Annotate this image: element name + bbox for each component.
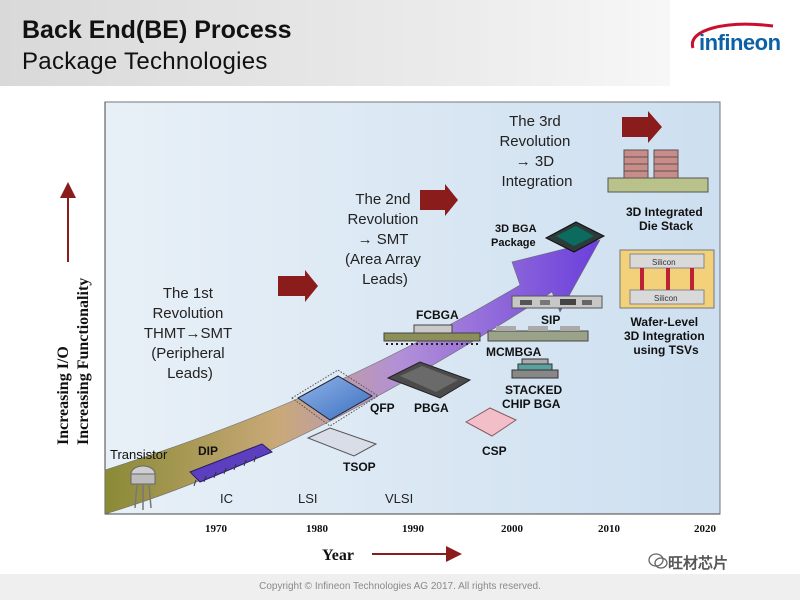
package-evolution-diagram: The 1st Revolution THMT→SMT (Peripheral … bbox=[55, 101, 721, 564]
mcmbga-image bbox=[487, 326, 589, 342]
qfp-label: QFP bbox=[370, 401, 395, 415]
sip-image bbox=[511, 295, 603, 309]
tsop-image bbox=[306, 427, 378, 457]
slide-footer bbox=[0, 574, 800, 600]
transistor-image bbox=[130, 465, 156, 510]
wafer-level-label: Wafer-Level 3D Integration using TSVs bbox=[624, 315, 708, 357]
logo-swoosh-icon bbox=[690, 22, 774, 49]
pbga-image bbox=[386, 361, 472, 399]
copyright-text: Copyright © Infineon Technologies AG 201… bbox=[259, 581, 541, 592]
csp-label: CSP bbox=[482, 444, 507, 458]
3d-bga-image bbox=[544, 221, 606, 253]
header-band bbox=[0, 0, 670, 86]
die-stack-image bbox=[607, 149, 709, 193]
csp-image bbox=[464, 407, 518, 437]
watermark-text: 旺材芯片 bbox=[668, 554, 729, 572]
3d-bga-label: 3D BGA Package bbox=[491, 223, 539, 249]
era-ic: IC bbox=[220, 491, 233, 506]
era-lsi: LSI bbox=[298, 491, 318, 506]
transistor-label: Transistor bbox=[110, 447, 168, 462]
wechat-icon bbox=[648, 553, 668, 569]
fcbga-image bbox=[383, 324, 481, 345]
x-axis-label: Year bbox=[322, 547, 354, 564]
sip-label: SIP bbox=[541, 313, 560, 327]
era-vlsi: VLSI bbox=[385, 491, 413, 506]
y-axis-label-io: Increasing I/O bbox=[55, 346, 72, 445]
revolution-3-label: The 3rd Revolution → 3D Integration bbox=[499, 113, 574, 190]
tsop-label: TSOP bbox=[343, 460, 376, 474]
y-axis-label-functionality: Increasing Functionality bbox=[75, 278, 92, 445]
year-1990: 1990 bbox=[402, 523, 425, 535]
fcbga-label: FCBGA bbox=[416, 308, 459, 322]
wafer-level-tsv-image bbox=[619, 249, 715, 309]
red-arrow-3 bbox=[622, 111, 662, 143]
year-2020: 2020 bbox=[694, 523, 717, 535]
infineon-logo: infineon bbox=[685, 18, 785, 64]
revolution-2-label: The 2nd Revolution → SMT (Area Array Lea… bbox=[345, 191, 425, 288]
mcmbga-label: MCMBGA bbox=[486, 345, 542, 359]
dip-image bbox=[189, 443, 273, 487]
year-1980: 1980 bbox=[306, 523, 329, 535]
stacked-chip-bga-label: STACKED CHIP BGA bbox=[502, 383, 565, 411]
qfp-image bbox=[291, 369, 379, 427]
red-arrow-1 bbox=[278, 270, 318, 302]
year-ticks: 1970 1980 1990 2000 2010 2020 bbox=[205, 523, 717, 535]
slide-title: Back End(BE) Process bbox=[22, 16, 292, 44]
red-arrow-2 bbox=[420, 184, 458, 216]
slide-subtitle: Package Technologies bbox=[22, 48, 268, 75]
stacked-chip-bga-image bbox=[511, 358, 559, 379]
silicon-top-label: Silicon bbox=[652, 258, 676, 267]
silicon-bottom-label: Silicon bbox=[654, 294, 678, 303]
year-2000: 2000 bbox=[501, 523, 524, 535]
die-stack-label: 3D Integrated Die Stack bbox=[626, 205, 706, 233]
year-2010: 2010 bbox=[598, 523, 621, 535]
slide-header: Back End(BE) Process Package Technologie… bbox=[0, 0, 800, 86]
dip-label: DIP bbox=[198, 444, 218, 458]
logo-text: infineon bbox=[699, 30, 781, 55]
pbga-label: PBGA bbox=[414, 401, 449, 415]
year-1970: 1970 bbox=[205, 523, 228, 535]
revolution-1-label: The 1st Revolution THMT→SMT (Peripheral … bbox=[144, 285, 236, 382]
